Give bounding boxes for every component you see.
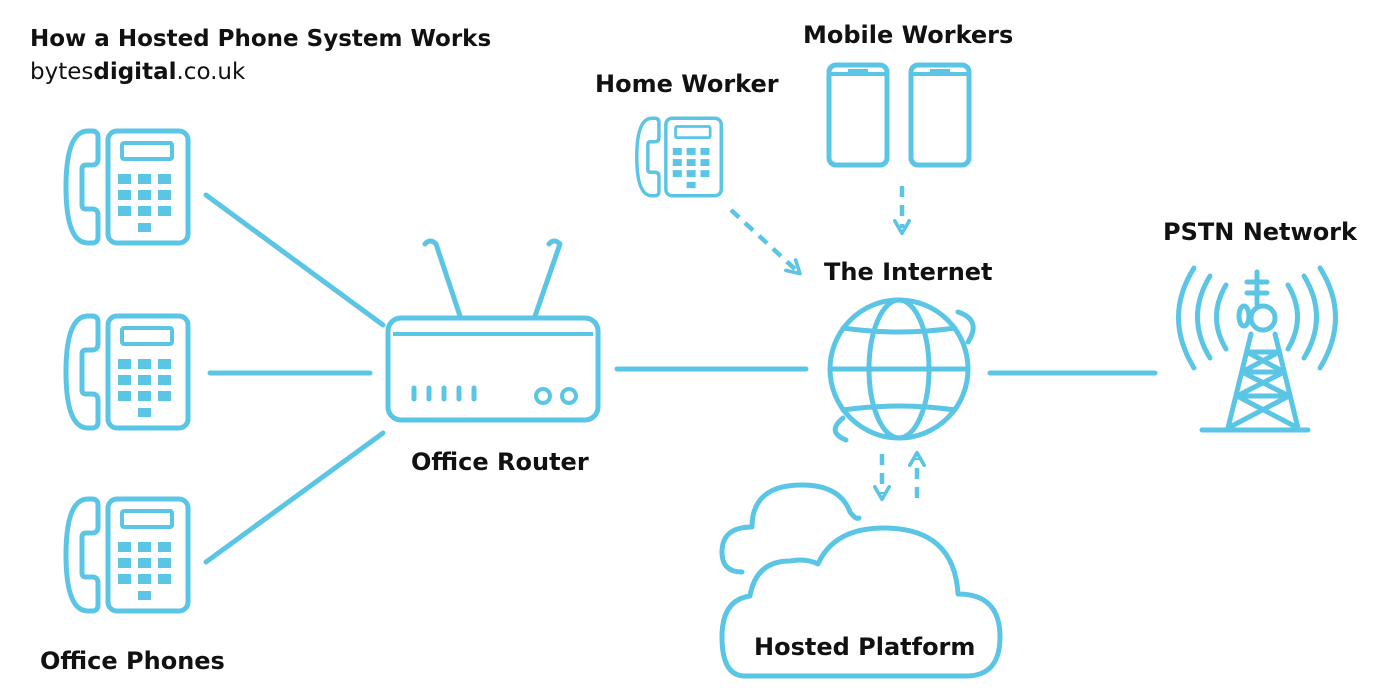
hosted-platform-label: Hosted Platform xyxy=(754,633,975,661)
internet-label: The Internet xyxy=(824,258,993,286)
mobile-workers-label: Mobile Workers xyxy=(803,21,1013,49)
office-router-label: Office Router xyxy=(411,448,589,476)
mobile-phone-icon xyxy=(911,65,969,165)
home-worker-phone xyxy=(634,116,724,198)
desk-phone-icon xyxy=(66,316,188,428)
home-worker-internet-arrow xyxy=(729,208,802,276)
office-phone-2 xyxy=(66,316,188,428)
phone-3-router-link xyxy=(203,430,386,565)
desk-phone-icon xyxy=(66,131,188,243)
radio-tower-icon xyxy=(1176,265,1338,433)
globe-icon xyxy=(827,297,976,443)
desk-phone-icon xyxy=(66,499,188,611)
office-phone-1 xyxy=(66,131,188,243)
mobile-phone-icon xyxy=(829,65,887,165)
office-phone-3 xyxy=(66,499,188,611)
cloud-icon xyxy=(719,482,1003,679)
mobile-worker-1 xyxy=(829,65,887,165)
pstn-network-label: PSTN Network xyxy=(1163,218,1358,246)
diagram-title: How a Hosted Phone System Works xyxy=(30,26,491,52)
office-phones-label: Office Phones xyxy=(40,647,225,675)
router-icon xyxy=(385,238,601,423)
desk-phone-icon xyxy=(634,116,724,198)
mobile-worker-2 xyxy=(911,65,969,165)
site-name: bytesdigital.co.uk xyxy=(30,59,246,85)
home-worker-label: Home Worker xyxy=(595,70,779,98)
phone-1-router-link xyxy=(203,192,386,328)
